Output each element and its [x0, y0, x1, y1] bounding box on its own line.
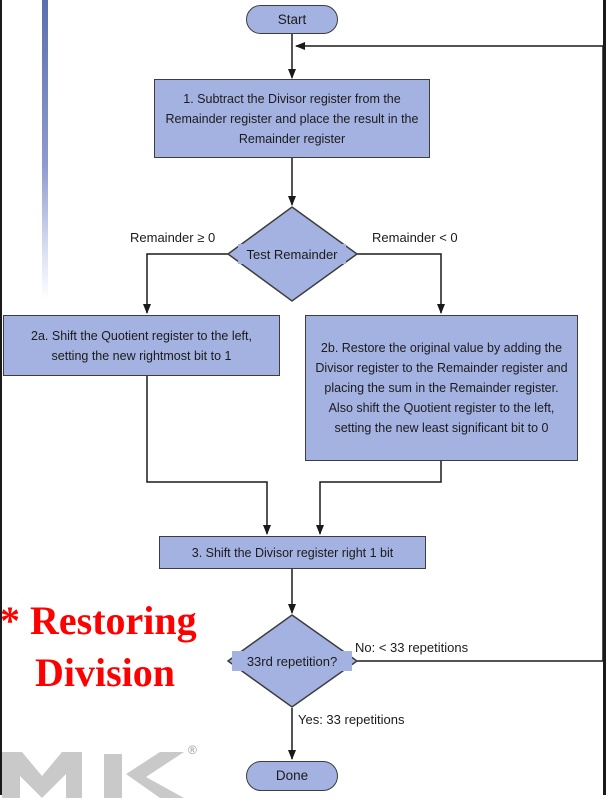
repetition-label: 33rd repetition? [232, 651, 352, 671]
test-remainder-label: Test Remainder [238, 244, 346, 264]
accent-stripe [42, 0, 48, 300]
step1-box: 1. Subtract the Divisor register from th… [154, 79, 430, 158]
edge-test-to-2b [357, 253, 445, 314]
step2b-box: 2b. Restore the original value by adding… [305, 315, 578, 461]
step2a-box: 2a. Shift the Quotient register to the l… [3, 315, 280, 376]
step3-box: 3. Shift the Divisor register right 1 bi… [159, 536, 426, 569]
done-node: Done [246, 761, 338, 791]
branch-label-ge-zero: Remainder ≥ 0 [130, 230, 216, 245]
start-node: Start [246, 5, 338, 34]
logo-registered-mark: ® [188, 743, 197, 757]
slide-frame-right [603, 0, 606, 795]
edge-loop-back [295, 42, 604, 662]
overlay-title-line2: Division [35, 650, 176, 695]
logo-mk-mark [2, 752, 184, 798]
loop-label: No: < 33 repetitions [355, 640, 469, 655]
exit-label: Yes: 33 repetitions [298, 712, 405, 727]
edge-2a-to-step3 [146, 376, 271, 535]
edge-2b-to-step3 [316, 461, 442, 535]
edge-test-to-2a [143, 253, 228, 314]
overlay-title-line1: * Restoring [0, 598, 197, 643]
branch-label-lt-zero: Remainder < 0 [372, 230, 458, 245]
slide-frame-left [0, 0, 2, 795]
publisher-logo: ® [2, 743, 197, 798]
